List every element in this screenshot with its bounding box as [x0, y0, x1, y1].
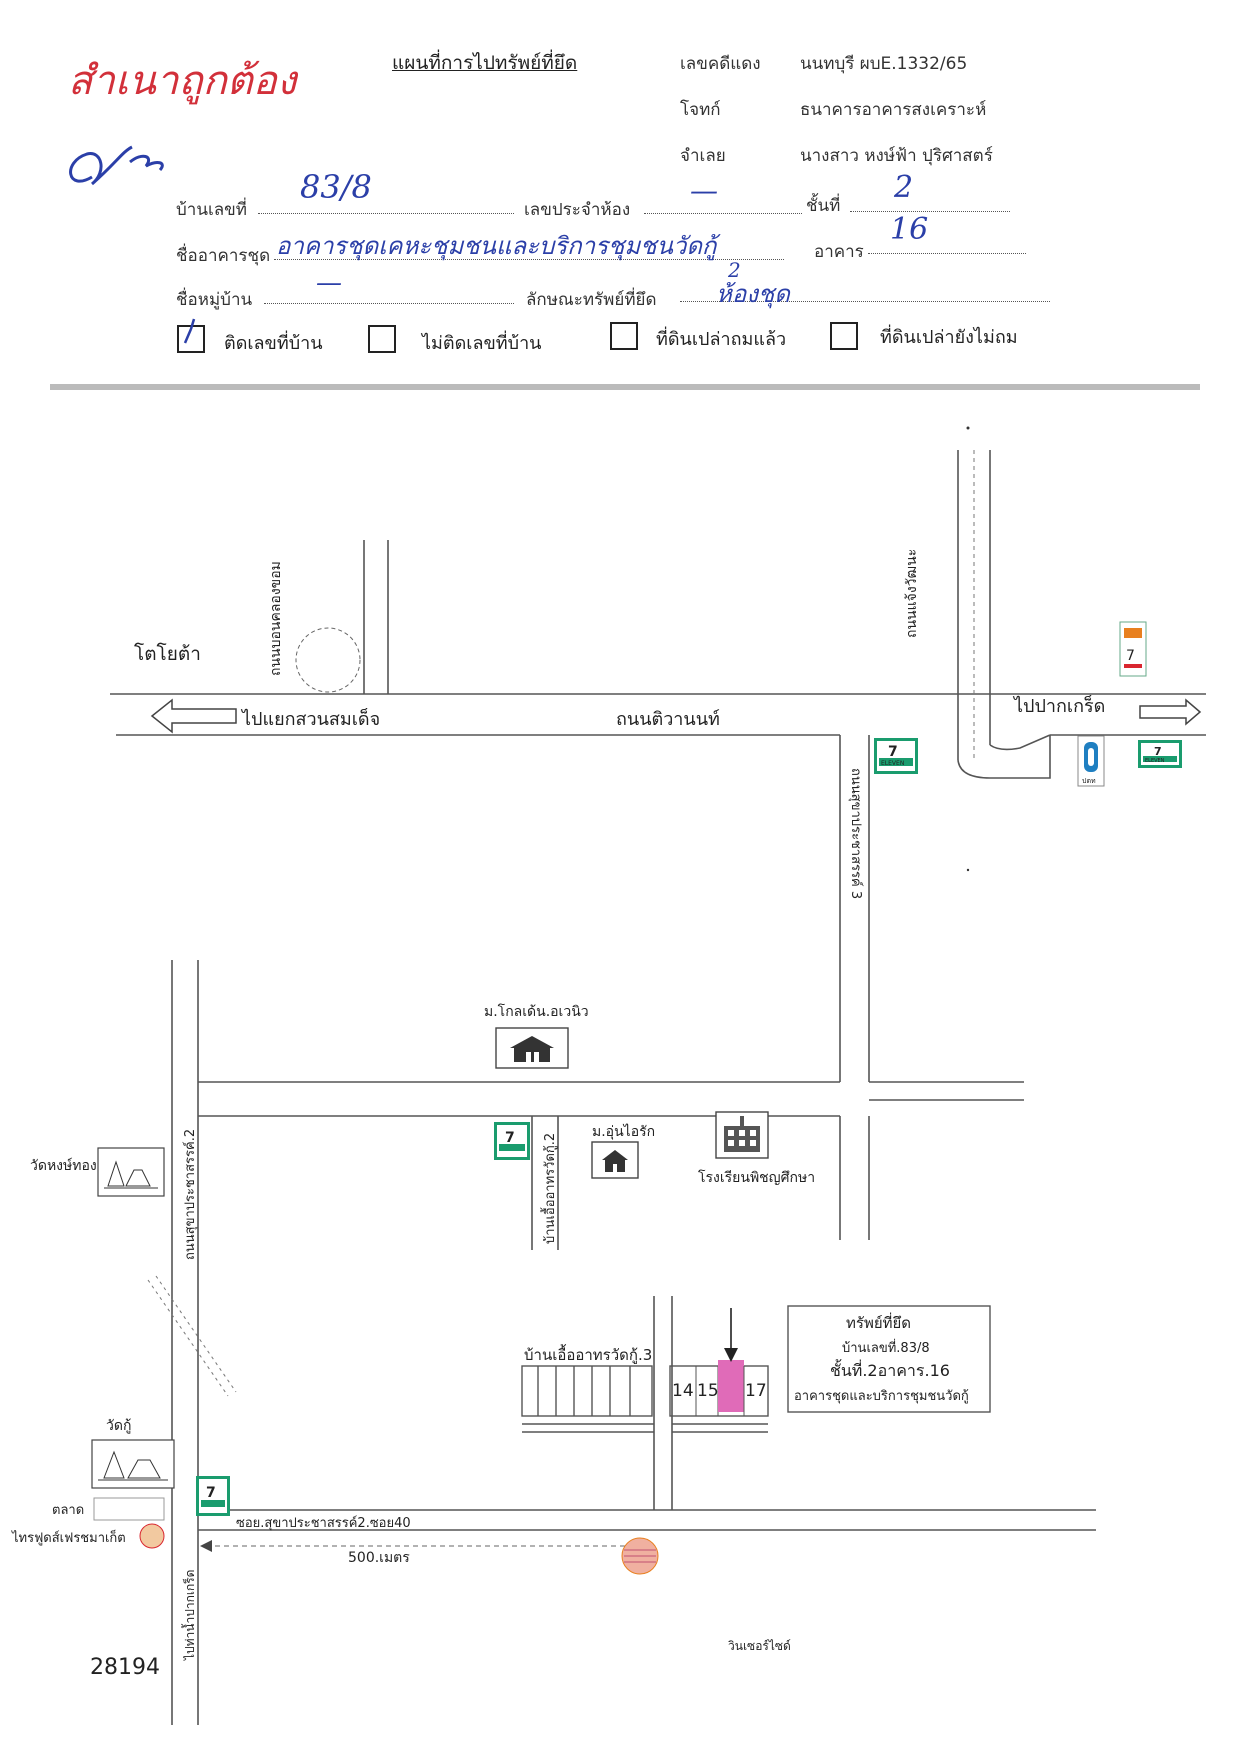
chaeng-road-label: ถนนแจ้งวัฒนะ: [904, 549, 920, 638]
certified-copy-stamp: สำเนาถูกต้อง: [68, 58, 297, 104]
fresh-market-icon: [139, 1523, 165, 1549]
house-number-attached-checkbox[interactable]: [177, 318, 205, 353]
building-label: อาคาร: [814, 242, 864, 262]
school-label: โรงเรียนพิชญศึกษา: [698, 1169, 815, 1186]
soi-40-label: ซอย.สุขาประชาสรรค์2.ซอย40: [236, 1515, 411, 1531]
wat-ku-temple-icon: [91, 1439, 175, 1489]
property-box-line2: ชั้นที่.2อาคาร.16: [830, 1359, 950, 1380]
svg-text:ELEVEN: ELEVEN: [881, 760, 904, 767]
signature: [62, 132, 172, 213]
canal-line-2: [155, 1275, 237, 1393]
svg-text:7: 7: [1126, 648, 1135, 664]
m-unairak-label: ม.อุ่นไอรัก: [592, 1123, 655, 1140]
toyota-label: โตโยต้า: [134, 642, 201, 665]
case-no-label: เลขคดีแดง: [680, 54, 761, 74]
to-left-label: ไปแยกสวนสมเด็จ: [240, 707, 380, 730]
ban-ua-3-rowhouses: [521, 1365, 653, 1417]
seven-eleven-icon-3: 7: [1119, 621, 1147, 677]
vacant-land-unfilled-checkbox[interactable]: [830, 322, 858, 350]
room-no-label: เลขประจำห้อง: [524, 200, 631, 220]
svg-text:7: 7: [206, 1485, 216, 1501]
market-icon: [93, 1497, 165, 1521]
to-right-label: ไปปากเกร็ด: [1012, 694, 1105, 717]
case-no-value: นนทบุรี ผบE.1332/65: [800, 54, 968, 74]
defendant-value: นางสาว หงษ์ฟ้า ปุริศาสตร์: [800, 146, 993, 166]
village-value: —: [316, 268, 342, 298]
property-box-line1: บ้านเลขที่.83/8: [842, 1339, 930, 1356]
separator-line: [50, 384, 1200, 390]
seven-eleven-icon-5: 7: [196, 1476, 230, 1516]
room-no-value: —: [690, 174, 718, 207]
distance-left-arrow-icon: [200, 1540, 212, 1552]
seven-eleven-icon-2: 7 ELEVEN: [1138, 740, 1182, 768]
road-lines: [110, 450, 1206, 1725]
checkbox-label-2: ไม่ติดเลขที่บ้าน: [422, 333, 542, 354]
golden-avenue-label: ม.โกลเด้น.อเวนิว: [484, 1003, 589, 1020]
floor-value: 2: [894, 170, 914, 205]
svg-text:ปตท: ปตท: [1082, 777, 1096, 785]
market-label: ตลาด: [52, 1503, 84, 1518]
to-pakkret-bottom-label: ไปท่าน้ำปากเกร็ด: [181, 1570, 197, 1661]
check-mark-icon: [183, 318, 196, 344]
property-info-box: ทรัพย์ที่ยึด บ้านเลขที่.83/8 ชั้นที่.2อา…: [787, 1305, 991, 1413]
village-label: ชื่อหมู่บ้าน: [176, 290, 253, 310]
distance-label: 500.เมตร: [348, 1550, 410, 1566]
plaintiff-label: โจทก์: [680, 100, 721, 120]
school-icon: [715, 1111, 769, 1159]
property-type-value: ห้องชุด: [716, 280, 790, 308]
house-no-label: บ้านเลขที่: [176, 200, 248, 220]
checkbox-label-4: ที่ดินเปล่ายังไม่ถม: [880, 327, 1018, 348]
checkbox-label-3: ที่ดินเปล่าถมแล้ว: [656, 329, 787, 350]
svg-text:7: 7: [888, 744, 898, 760]
market-name-label: ไทรฟูดส์เฟรชมาเก็ต: [11, 1528, 126, 1546]
floor-label: ชั้นที่: [806, 196, 841, 216]
windsor-label: วินเซอร์ไซด์: [728, 1639, 791, 1653]
ban-ua-3-label: บ้านเอื้ออาทรวัดกู้.3: [524, 1344, 652, 1364]
ban-ua-soi-label: บ้านเอื้ออาทรวัดกู้.2: [540, 1133, 558, 1244]
unit-15: 15: [697, 1381, 719, 1401]
condo-name-label: ชื่ออาคารชุด: [176, 246, 271, 266]
vacant-land-filled-checkbox[interactable]: [610, 322, 638, 350]
seven-eleven-icon-4: 7: [494, 1122, 530, 1160]
document-number: 28194: [90, 1655, 160, 1680]
signature-scribble-icon: [69, 145, 164, 186]
svg-text:ELEVEN: ELEVEN: [1145, 758, 1165, 764]
house-number-not-attached-checkbox[interactable]: [368, 325, 396, 353]
main-road-label: ถนนติวานนท์: [616, 709, 720, 730]
canal-line: [147, 1279, 229, 1397]
condo-name-value: อาคารชุดเคหะชุมชนและบริการชุมชนวัดกู้: [276, 232, 717, 260]
property-box-line3: อาคารชุดและบริการชุมชนวัดกู้: [794, 1389, 969, 1404]
property-box-title: ทรัพย์ที่ยึด: [846, 1312, 911, 1332]
ptt-gas-station-icon: ปตท: [1077, 735, 1105, 787]
units-row: 14 15 17: [669, 1360, 769, 1417]
unit-17: 17: [745, 1381, 767, 1401]
left-soi-label: ถนนบอนคลองขอม: [268, 561, 284, 676]
unit-14: 14: [672, 1381, 694, 1401]
golden-avenue-house-icon: [495, 1027, 569, 1069]
seized-unit-highlight: [718, 1360, 744, 1412]
defendant-label: จำเลย: [680, 146, 726, 166]
wat-hongthong-temple-icon: [97, 1147, 165, 1197]
wat-hongthong-label: วัดหงษ์ทอง: [30, 1157, 97, 1174]
soi-3-road-label: ถนนสุขาประชาสรรค์ 3: [848, 768, 864, 899]
svg-text:7: 7: [1154, 745, 1162, 758]
left-direction-arrow-icon: [150, 698, 237, 734]
property-type-label: ลักษณะทรัพย์ที่ยึด: [526, 290, 657, 310]
map-title: แผนที่การไปทรัพย์ที่ยึด: [392, 52, 578, 74]
checkbox-label-1: ติดเลขที่บ้าน: [224, 333, 323, 354]
building-value: 16: [890, 212, 929, 247]
plaintiff-value: ธนาคารอาคารสงเคราะห์: [800, 100, 987, 120]
right-direction-arrow-icon: [1139, 698, 1202, 726]
property-type-note: 2: [728, 258, 741, 282]
unairak-house-icon: [591, 1141, 639, 1179]
svg-text:7: 7: [505, 1130, 515, 1146]
house-no-value: 83/8: [300, 168, 372, 206]
wat-ku-label: วัดกู้: [106, 1418, 131, 1434]
soi-2-road-label: ถนนสุขาประชาสรรค์.2: [182, 1129, 198, 1260]
roundabout-icon: [295, 627, 361, 693]
property-pointer-arrow-icon: [724, 1348, 738, 1362]
seven-eleven-icon-1: 7 ELEVEN: [874, 738, 918, 774]
